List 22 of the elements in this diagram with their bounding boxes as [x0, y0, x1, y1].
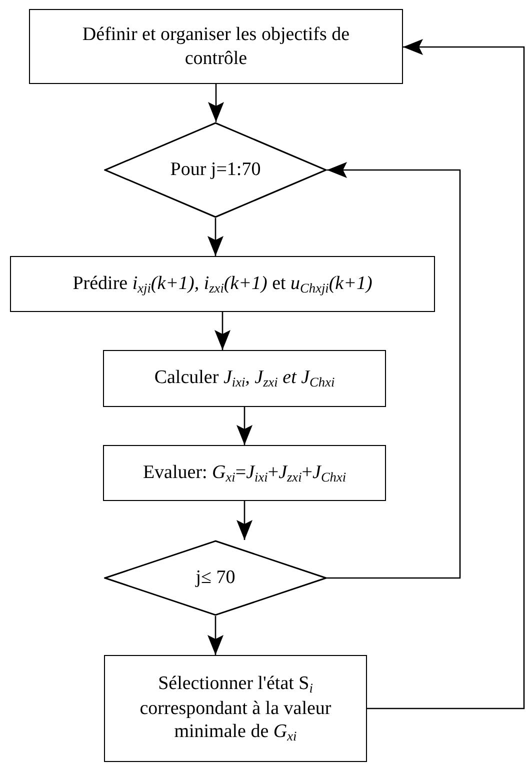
arrow [236, 501, 252, 540]
node-text: Prédire i$_{xji}$(k+1), i$_{zxi}$(k+1) et u$_{Chxji}$(k+1) [72, 272, 374, 296]
decision-diamond [104, 540, 327, 616]
node-text: j≤ 70 [194, 566, 236, 590]
arrow [236, 407, 252, 445]
process-box [103, 350, 386, 407]
process-box [104, 655, 367, 762]
arrow [208, 616, 224, 655]
decision-diamond [104, 122, 327, 218]
arrow [214, 312, 230, 350]
process-box [103, 445, 386, 501]
arrow [208, 218, 224, 256]
node-text: Calculer J$_{ixi}$, J$_{zxi}$ et J$_{Chxi}$ [153, 366, 336, 391]
node-text: Définir et organiser les objectifs de contrôle [81, 22, 351, 70]
node-text: Evaluer: G$_{xi}$=J$_{ixi}$+J$_{zxi}$+J$_{Chxi}$ [142, 460, 348, 486]
node-text: Sélectionner l'état S$_{i}$ correspondant à la valeur minimale de G$_{xi}$ [138, 672, 332, 746]
node-text: Pour j=1:70 [169, 158, 262, 182]
arrow [327, 162, 461, 579]
arrow [208, 84, 224, 122]
process-box [29, 9, 403, 84]
arrow [367, 39, 525, 710]
process-box [10, 256, 435, 312]
